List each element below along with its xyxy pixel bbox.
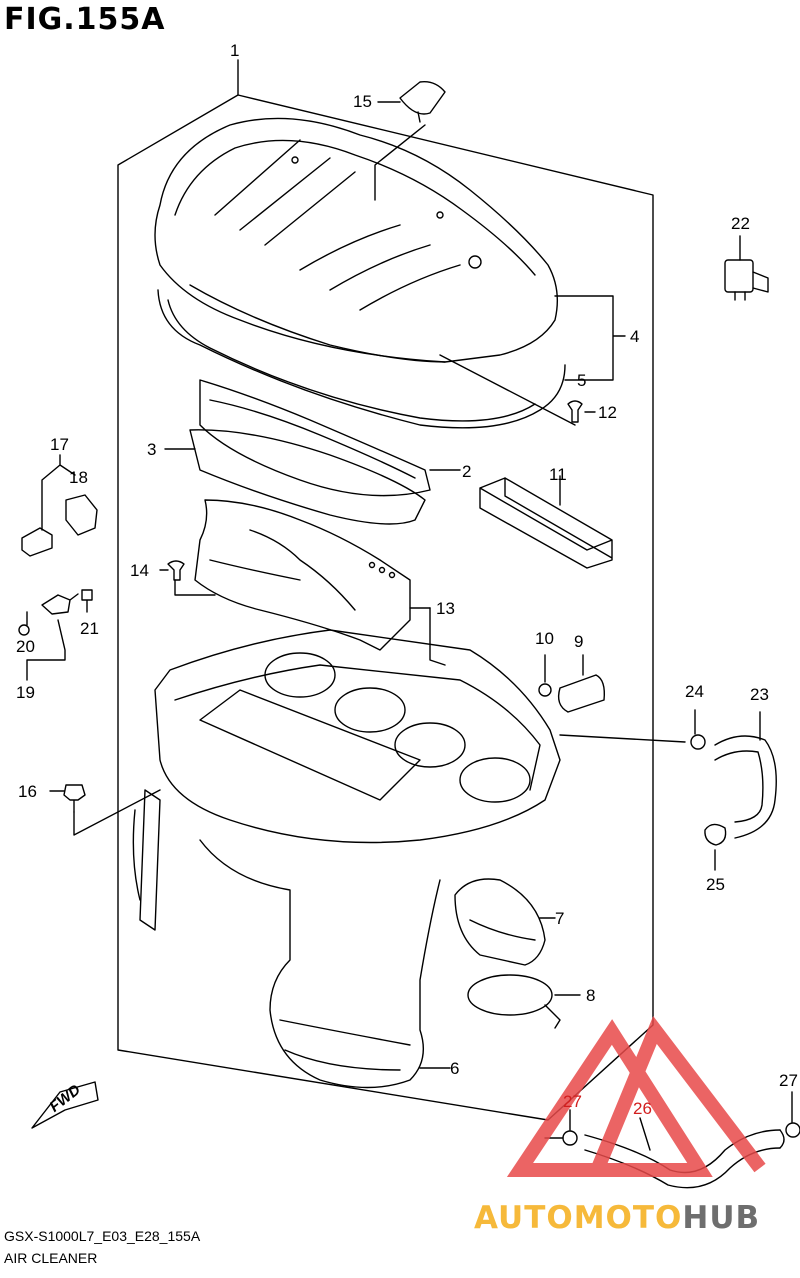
callout-18: 18 <box>69 468 88 487</box>
callout-10: 10 <box>535 629 554 648</box>
callout-2: 2 <box>462 462 472 481</box>
leader-9-10 <box>544 654 584 683</box>
callout-27-left: 27 <box>563 1092 582 1111</box>
leader-hose <box>559 734 686 743</box>
callout-3: 3 <box>147 440 157 459</box>
callout-5: 5 <box>577 371 587 390</box>
hose-23 <box>714 735 777 839</box>
screw-12 <box>567 400 583 423</box>
air-cleaner-case-6 <box>132 629 561 1089</box>
leader-26 <box>639 1117 651 1151</box>
leader-4-5 <box>554 295 626 381</box>
watermark-text: AUTOMOTOHUB <box>474 1200 760 1236</box>
callout-22: 22 <box>731 214 750 233</box>
callout-20: 20 <box>16 637 35 656</box>
clip-15 <box>399 81 446 115</box>
leader-13b <box>429 607 446 666</box>
callout-14: 14 <box>130 561 149 580</box>
clamp-25 <box>704 823 727 846</box>
watermark-part2: HUB <box>682 1200 761 1236</box>
screw-14 <box>167 560 185 581</box>
callout-7: 7 <box>555 909 565 928</box>
callout-1: 1 <box>230 41 240 60</box>
air-cleaner-cover <box>154 117 558 363</box>
callout-26: 26 <box>633 1099 652 1118</box>
leader-15b <box>374 124 426 201</box>
fwd-arrow-icon <box>31 1081 99 1129</box>
filter-element-3 <box>189 429 426 525</box>
leader-12 <box>439 354 596 426</box>
callout-16: 16 <box>18 782 37 801</box>
watermark-part1: AUTOMOTO <box>474 1200 683 1236</box>
callout-21: 21 <box>80 619 99 638</box>
callout-23: 23 <box>750 685 769 704</box>
watermark-logo-icon <box>506 1016 766 1177</box>
duct-7 <box>454 878 546 966</box>
clamp-27b <box>785 1122 800 1138</box>
cover-seal <box>157 289 566 429</box>
callout-8: 8 <box>586 986 596 1005</box>
sensor-22 <box>724 259 769 301</box>
sensor-19 <box>41 593 79 615</box>
callout-6: 6 <box>450 1059 460 1078</box>
callout-4: 4 <box>630 327 640 346</box>
callout-19: 19 <box>16 683 35 702</box>
clamp-8 <box>467 974 553 1016</box>
foam-11 <box>479 477 613 569</box>
funnel-13 <box>194 499 411 651</box>
callout-17: 17 <box>50 435 69 454</box>
assembly-boundary <box>117 94 654 1121</box>
leader-13 <box>174 579 431 609</box>
leader-19-20 <box>26 611 66 681</box>
section-name: AIR CLEANER <box>4 1250 98 1266</box>
clamp-10 <box>538 683 552 697</box>
pipe-9 <box>557 674 606 713</box>
callout-13: 13 <box>436 599 455 618</box>
screw-21 <box>81 589 93 613</box>
oring-20 <box>18 624 30 636</box>
clamp-24 <box>690 734 706 750</box>
callout-11: 11 <box>549 465 567 484</box>
figure-title: FIG.155A <box>4 2 166 37</box>
callout-27-right: 27 <box>779 1071 798 1090</box>
callout-9: 9 <box>574 632 584 651</box>
filter-element-2 <box>199 379 431 497</box>
callout-12: 12 <box>598 403 617 422</box>
clamp-27a <box>562 1130 578 1146</box>
bolt-16 <box>63 784 86 813</box>
callout-15: 15 <box>353 92 372 111</box>
leader-16 <box>49 789 161 836</box>
model-code: GSX-S1000L7_E03_E28_155A <box>4 1228 201 1244</box>
callout-25: 25 <box>706 875 725 894</box>
cover-seal-inner <box>167 299 536 422</box>
sensor-17 <box>21 527 53 557</box>
leader-17 <box>41 454 76 531</box>
clip-18 <box>65 494 98 536</box>
callout-24: 24 <box>685 682 704 701</box>
